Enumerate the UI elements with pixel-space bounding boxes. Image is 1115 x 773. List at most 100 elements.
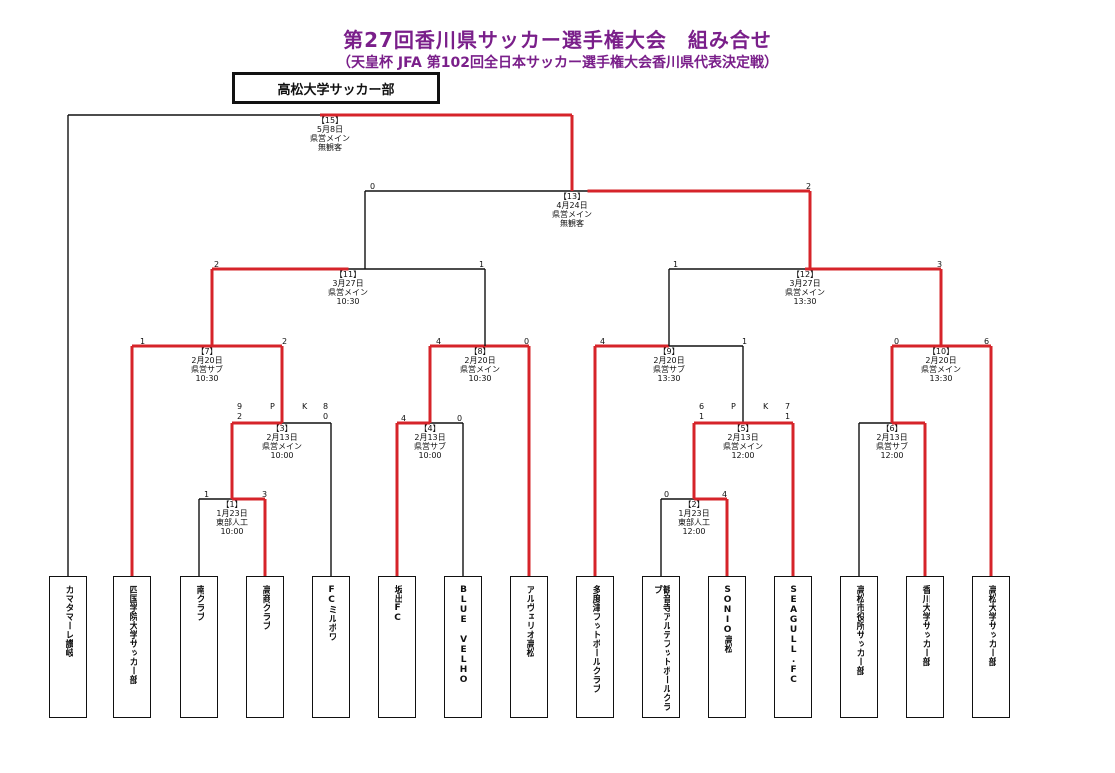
team-name-text: 高松大学サッカー部 xyxy=(986,585,996,666)
match-date: 2月20日 xyxy=(191,356,223,365)
match-date: 2月13日 xyxy=(727,433,759,442)
match-no: 【2】 xyxy=(683,500,705,509)
match-no: 【11】 xyxy=(334,270,362,279)
score-m8: 4 xyxy=(436,337,442,346)
team-box: アルヴェリオ高松 xyxy=(510,576,548,718)
score-m7: 2 xyxy=(282,337,288,346)
team-box: 四国学院大学サッカー部 xyxy=(113,576,151,718)
match-time: 10:00 xyxy=(270,451,294,460)
match-venue: 県営メイン xyxy=(723,442,763,451)
team-name: 四国学院大学サッカー部 xyxy=(114,585,150,713)
match-no: 【1】 xyxy=(221,500,243,509)
score-m3_pk: 2 xyxy=(237,412,243,421)
team-name: 香川大学サッカー部 xyxy=(907,585,943,713)
score-m11: 1 xyxy=(479,260,485,269)
score-m10: 6 xyxy=(984,337,990,346)
team-name: SEAGULL.FC xyxy=(775,585,811,713)
team-box: 高商クラブ xyxy=(246,576,284,718)
match-date: 2月13日 xyxy=(414,433,446,442)
score-m12: 1 xyxy=(673,260,679,269)
match-no: 【4】 xyxy=(419,424,441,433)
match-no: 【3】 xyxy=(271,424,293,433)
team-name: BLUE VELHO xyxy=(445,585,481,713)
score-m7: 1 xyxy=(140,337,146,346)
team-name-text: 南クラブ xyxy=(194,585,204,621)
pk-label: P xyxy=(731,402,736,411)
match-no: 【9】 xyxy=(658,347,680,356)
team-box: 高松市役所サッカー部 xyxy=(840,576,878,718)
score-m1: 1 xyxy=(204,490,210,499)
score-m3_pk: 0 xyxy=(323,412,329,421)
score-m4: 0 xyxy=(457,414,463,423)
champion-name: 高松大学サッカー部 xyxy=(277,82,395,98)
match-no: 【13】 xyxy=(558,192,586,201)
score-m9: 4 xyxy=(600,337,606,346)
page-subtitle: （天皇杯 JFA 第102回全日本サッカー選手権大会香川県代表決定戦） xyxy=(337,55,778,71)
score-m5_pk: 1 xyxy=(785,412,791,421)
team-name-text: 多度津フットボールクラブ xyxy=(590,585,600,693)
team-name-text: 四国学院大学サッカー部 xyxy=(127,585,137,684)
match-venue: 県営メイン xyxy=(921,365,961,374)
score-m3: 8 xyxy=(323,402,329,411)
score-m9: 1 xyxy=(742,337,748,346)
match-no: 【8】 xyxy=(469,347,491,356)
team-name: FCミルボワ xyxy=(313,585,349,713)
score-m12: 3 xyxy=(937,260,943,269)
match-info-m15: 【15】5月8日県営メイン無観客 xyxy=(295,116,365,152)
team-box: 高松大学サッカー部 xyxy=(972,576,1010,718)
match-time: 10:30 xyxy=(195,374,219,383)
score-m5_pk: 1 xyxy=(699,412,705,421)
team-name-text: 香川大学サッカー部 xyxy=(920,585,930,666)
team-name-text: カマタマーレ讃岐 xyxy=(63,585,73,657)
score-m5: 6 xyxy=(699,402,705,411)
match-time: 無観客 xyxy=(318,143,342,152)
team-box: 多度津フットボールクラブ xyxy=(576,576,614,718)
match-time: 10:30 xyxy=(468,374,492,383)
team-name: SONIO高松 xyxy=(709,585,745,713)
team-name-text: SONIO高松 xyxy=(722,585,732,653)
team-box: カマタマーレ讃岐 xyxy=(49,576,87,718)
team-name: 高商クラブ xyxy=(247,585,283,713)
team-box: FCミルボワ xyxy=(312,576,350,718)
match-no: 【6】 xyxy=(881,424,903,433)
match-time: 10:00 xyxy=(418,451,442,460)
match-venue: 県営メイン xyxy=(310,134,350,143)
score-m8: 0 xyxy=(524,337,530,346)
pk-label: K xyxy=(763,402,769,411)
match-date: 1月23日 xyxy=(216,509,248,518)
team-box: 観音寺アルテフットボールクラブ xyxy=(642,576,680,718)
match-time: 10:30 xyxy=(336,297,360,306)
match-date: 5月8日 xyxy=(316,125,344,134)
score-m10: 0 xyxy=(894,337,900,346)
pk-label: P xyxy=(270,402,275,411)
pk-label: K xyxy=(302,402,308,411)
match-venue: 県営メイン xyxy=(785,288,825,297)
score-m13: 0 xyxy=(370,182,376,191)
score-m11: 2 xyxy=(214,260,220,269)
page-title: 第27回香川県サッカー選手権大会 組み合せ xyxy=(343,28,772,52)
match-date: 1月23日 xyxy=(678,509,710,518)
team-box: 南クラブ xyxy=(180,576,218,718)
team-box: SONIO高松 xyxy=(708,576,746,718)
match-date: 2月13日 xyxy=(266,433,298,442)
match-time: 12:00 xyxy=(880,451,904,460)
match-date: 2月20日 xyxy=(925,356,957,365)
match-venue: 東部人工 xyxy=(216,518,248,527)
match-no: 【7】 xyxy=(196,347,218,356)
match-venue: 県営サブ xyxy=(414,442,446,451)
score-m2: 4 xyxy=(722,490,728,499)
team-name-text: SEAGULL.FC xyxy=(788,585,798,685)
team-name-text: 高松市役所サッカー部 xyxy=(854,585,864,675)
match-info-m13: 【13】4月24日県営メイン無観客 xyxy=(537,192,607,228)
match-venue: 県営サブ xyxy=(876,442,908,451)
